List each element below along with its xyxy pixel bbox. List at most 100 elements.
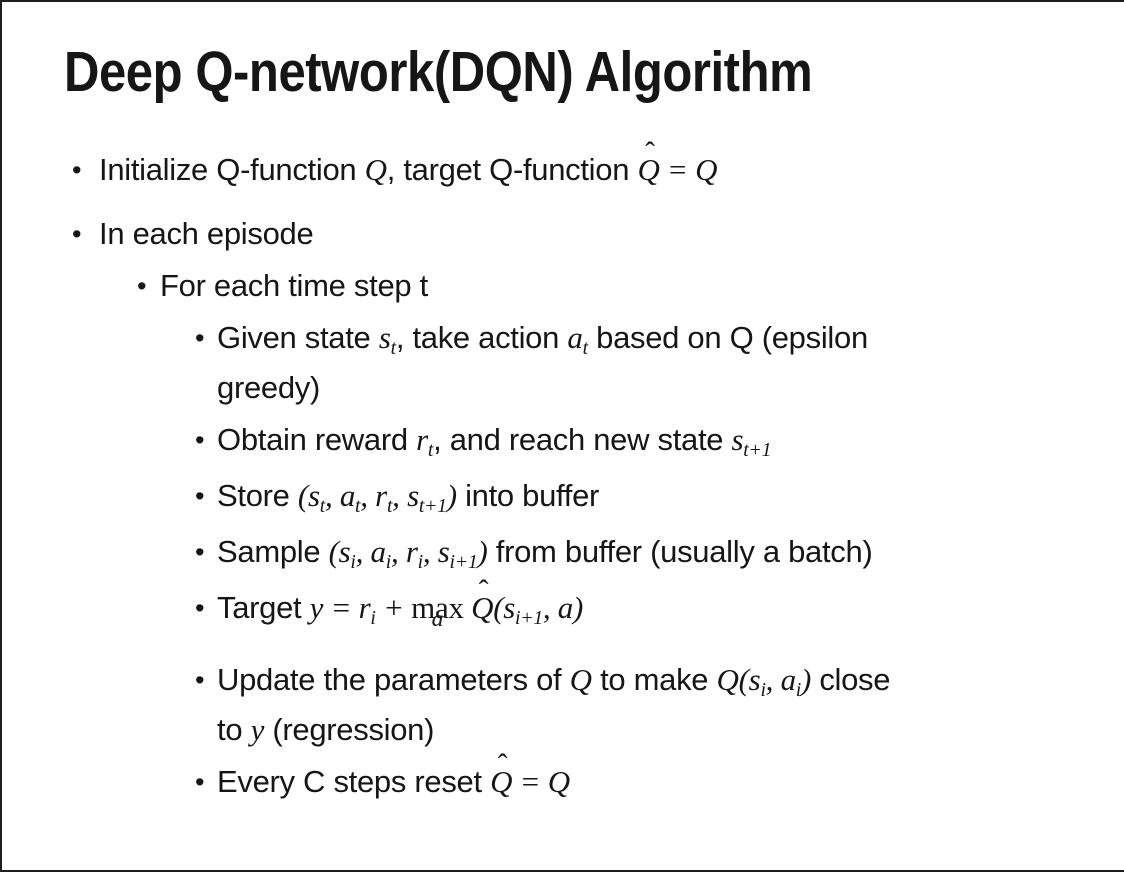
bullet-content: Given state st, take action at based on …	[217, 315, 868, 411]
math-subscript: i	[417, 550, 424, 573]
hat-accent: ˆ	[478, 574, 489, 607]
bullet-list: • Initialize Q-function Q, target Q-funct…	[2, 135, 1120, 811]
math-subscripted: ai	[780, 662, 802, 701]
math-segment: ,	[422, 534, 438, 569]
text-segment: , take action	[395, 320, 568, 355]
math-subscript: i+1	[449, 550, 478, 573]
math-segment: +	[375, 590, 412, 625]
math-segment: (	[328, 534, 339, 569]
math-segment	[464, 590, 471, 625]
text-segment: Store	[217, 478, 298, 513]
math-base: a	[339, 478, 356, 513]
text-segment: greedy)	[217, 370, 321, 405]
math-base: s	[338, 534, 351, 569]
math-subscript: t	[355, 494, 361, 517]
bullet-content: Initialize Q-function Q, target Q-functi…	[99, 138, 717, 193]
bullet-item: •Sample (si, ai, ri, si+1) from buffer (…	[2, 529, 1120, 579]
math-subscripted: st+1	[731, 422, 772, 461]
text-segment: (regression)	[264, 712, 435, 747]
bullet-item: •Update the parameters of Q to make Q(si…	[2, 657, 1120, 753]
bullet-marker: •	[137, 270, 147, 301]
math-base: s	[731, 422, 744, 457]
math-segment: ,	[324, 478, 340, 513]
math-segment: )	[800, 662, 812, 697]
math-subscripted: st+1	[407, 478, 447, 517]
math-segment: ,	[360, 478, 376, 513]
math-segment: y	[250, 712, 265, 747]
math-subscripted: ri	[358, 590, 376, 629]
math-segment: , a)	[542, 590, 584, 625]
operator-understack: a	[431, 606, 444, 633]
bullet-content: Store (st, at, rt, st+1) into buffer	[217, 473, 599, 523]
math-subscript: t+1	[743, 438, 772, 461]
math-subscript: i+1	[515, 606, 543, 629]
math-subscript: i	[370, 606, 376, 629]
math-subscripted: si	[338, 534, 356, 573]
math-base: a	[780, 662, 797, 697]
math-segment: (	[297, 478, 308, 513]
bullet-marker: •	[195, 322, 205, 353]
bullet-content: Sample (si, ai, ri, si+1) from buffer (u…	[217, 529, 873, 579]
math-base: s	[437, 534, 450, 569]
bullet-content: Obtain reward rt, and reach new state st…	[217, 417, 772, 467]
math-subscript: t	[582, 336, 589, 359]
math-segment: Q	[364, 152, 387, 187]
text-segment: , and reach new state	[433, 422, 732, 457]
text-segment: to	[217, 712, 251, 747]
text-segment: Sample	[217, 534, 329, 569]
math-segment: Q(	[716, 662, 749, 697]
math-base: a	[567, 320, 583, 355]
math-base: s	[503, 590, 515, 625]
math-base: r	[416, 422, 428, 457]
text-segment: based on Q (epsilon	[587, 320, 868, 355]
math-subscripted: rt	[416, 422, 433, 461]
bullet-marker: •	[195, 664, 205, 695]
text-segment: Initialize Q-function	[99, 152, 365, 187]
bullet-marker: •	[195, 766, 205, 797]
math-subscripted: at	[567, 320, 588, 359]
text-segment: Target	[217, 590, 310, 625]
math-subscript: t+1	[418, 494, 447, 517]
hat-accent: ˆ	[497, 748, 508, 781]
math-subscripted: si+1	[503, 590, 543, 629]
math-subscript: t	[386, 494, 393, 517]
math-subscripted: rt	[375, 478, 392, 517]
text-segment: Given state	[217, 320, 379, 355]
math-subscripted: si	[749, 662, 766, 701]
math-subscripted: ai	[370, 534, 392, 573]
bullet-marker: •	[72, 154, 82, 185]
math-base: s	[378, 320, 391, 355]
math-subscript: i	[385, 550, 392, 573]
math-subscripted: st	[378, 320, 396, 359]
text-segment: Update the parameters of	[217, 662, 570, 697]
math-base: Q	[637, 152, 660, 187]
math-base: a	[370, 534, 387, 569]
text-segment: from buffer (usually a batch)	[487, 534, 873, 569]
text-segment: to make	[591, 662, 717, 697]
math-segment: y =	[309, 590, 359, 625]
math-subscripted: at	[339, 478, 361, 517]
math-subscript: i	[350, 550, 356, 573]
text-segment: close	[811, 662, 891, 697]
math-subscript: i	[760, 678, 766, 701]
math-base: r	[405, 534, 418, 569]
slide-title: Deep Q-network(DQN) Algorithm	[64, 40, 813, 104]
math-segment: ,	[390, 534, 406, 569]
math-base: Q	[471, 590, 494, 625]
math-segment: )	[446, 478, 457, 513]
text-segment: Every C steps reset	[217, 764, 491, 799]
bullet-item: •Given state st, take action at based on…	[2, 315, 1120, 411]
math-subscript: t	[427, 438, 434, 461]
math-base: s	[307, 478, 320, 513]
math-segment: )	[477, 534, 488, 569]
bullet-marker: •	[195, 592, 205, 623]
bullet-marker: •	[195, 424, 205, 455]
bullet-marker: •	[72, 218, 82, 249]
math-base: r	[358, 590, 371, 625]
math-subscript: i	[795, 678, 802, 701]
